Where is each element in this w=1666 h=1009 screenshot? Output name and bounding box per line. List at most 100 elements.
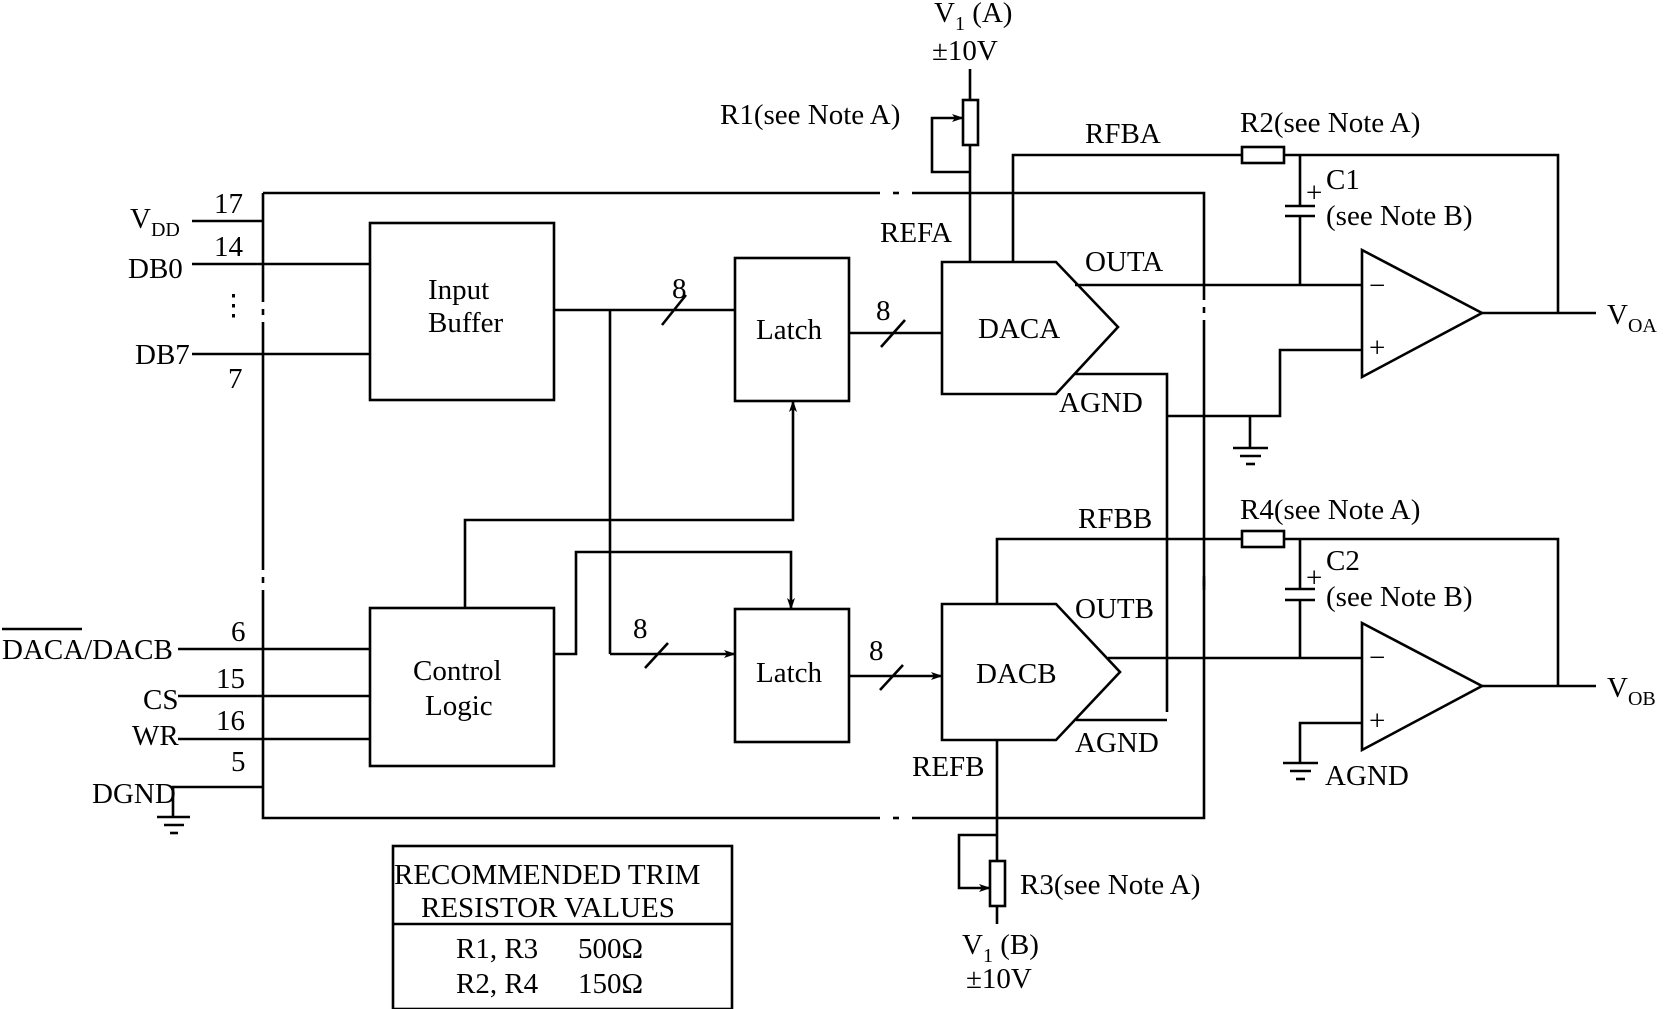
pin-wr: WR 16 — [132, 705, 370, 752]
pin-cs-label: CS — [143, 684, 178, 716]
chip-outline — [261, 191, 1206, 820]
v1a-value: ±10V — [932, 35, 998, 67]
ground-icon — [157, 815, 190, 835]
control-lines — [463, 400, 797, 656]
c1-note: (see Note B) — [1326, 200, 1473, 232]
pin-daca-dacb-label: DACA/DACB — [2, 634, 173, 666]
bus-slash — [879, 664, 904, 691]
outa-label: OUTA — [1085, 246, 1163, 278]
pin-wr-label: WR — [132, 720, 179, 752]
pin-db0-label: DB0 — [128, 253, 183, 285]
bus-width-latch-dac-b: 8 — [869, 635, 884, 667]
r4-label: R4(see Note A) — [1240, 494, 1420, 526]
rfbb-net: RFBB R4(see Note A) + C2 (see Note B) — [995, 494, 1560, 686]
opamp-b: − + AGND VOB — [1283, 620, 1656, 792]
bus-width-buffer-latch-b: 8 — [633, 613, 648, 645]
c1-polarity: + — [1306, 177, 1322, 209]
dac-b-label: DACB — [976, 658, 1057, 690]
refa-net: REFA R1(see Note A) V1 (A) ±10V — [720, 0, 1012, 262]
ground-icon — [1233, 446, 1268, 466]
pin-dgnd-number: 5 — [231, 746, 246, 778]
latch-a-block — [733, 256, 851, 403]
dac-a-block — [940, 260, 1120, 396]
outb-net: OUTB — [1075, 593, 1362, 660]
latch-a-label: Latch — [756, 314, 823, 346]
bus-slash — [880, 319, 906, 348]
pin-vdd-number: 17 — [214, 188, 243, 220]
r1-potentiometer — [961, 98, 980, 147]
rfbb-label: RFBB — [1078, 503, 1152, 535]
trim-table-row-value: 500Ω — [578, 933, 643, 965]
r2-label: R2(see Note A) — [1240, 107, 1420, 139]
pin-db0-number: 14 — [214, 231, 244, 263]
agnd-a-net: AGND — [1059, 348, 1362, 712]
input-buffer-block — [368, 221, 556, 402]
pin-daca-dacb: DACA/DACB 6 — [2, 616, 370, 666]
control-logic-block — [368, 606, 556, 768]
voa-label: VOA — [1607, 299, 1657, 337]
rfba-label: RFBA — [1085, 118, 1161, 150]
outb-label: OUTB — [1075, 593, 1154, 625]
c2-polarity: + — [1306, 562, 1322, 594]
input-buffer-label-1: Input — [428, 274, 489, 306]
r3-potentiometer — [988, 859, 1007, 908]
latch-b-label: Latch — [756, 657, 823, 689]
refa-label: REFA — [880, 217, 952, 249]
opamp-a: − + VOA — [1360, 247, 1657, 380]
v1a-label: V1 (A) — [934, 0, 1012, 35]
trim-table-title-1: RECOMMENDED TRIM — [394, 859, 700, 891]
refb-label: REFB — [912, 751, 985, 783]
pin-vdd: VDD 17 — [130, 188, 263, 241]
c1-label: C1 — [1326, 164, 1360, 196]
pin-db7-label: DB7 — [135, 339, 190, 371]
bus-width-latch-dac-a: 8 — [876, 295, 891, 327]
trim-resistor-table: RECOMMENDED TRIM RESISTOR VALUES R1, R3 … — [391, 844, 734, 1009]
opamp-b-noninv: + — [1369, 705, 1385, 737]
pin-daca-dacb-number: 6 — [231, 616, 246, 648]
pin-vdd-label: VDD — [130, 203, 180, 241]
trim-table-row-resistors: R2, R4 — [456, 968, 539, 1000]
rfba-net: RFBA R2(see Note A) + C1 (see Note B) — [1011, 107, 1560, 313]
r4-resistor — [1240, 529, 1286, 549]
v1b-label: V1 (B) — [962, 929, 1039, 967]
c2-label: C2 — [1326, 545, 1360, 577]
trim-table-row-value: 150Ω — [578, 968, 643, 1000]
agnd-b-label: AGND — [1075, 727, 1159, 759]
agnd-b-net: AGND — [1075, 718, 1167, 759]
latch-b-block — [733, 607, 851, 744]
pin-wr-number: 16 — [216, 705, 245, 737]
pin-db0: DB0 14 — [128, 231, 370, 285]
data-bus: 8 8 8 8 — [554, 273, 943, 691]
outa-net: OUTA — [1075, 246, 1362, 287]
trim-table-title-2: RESISTOR VALUES — [421, 892, 675, 924]
pin-dgnd: DGND 5 — [92, 746, 263, 835]
control-logic-label-2: Logic — [425, 690, 493, 722]
trim-table-row-resistors: R1, R3 — [456, 933, 538, 965]
bus-slash — [644, 642, 669, 669]
dac-b-block — [940, 602, 1122, 742]
agnd-a-label: AGND — [1059, 387, 1143, 419]
pin-cs: CS 15 — [143, 663, 370, 716]
bus-width-buffer-latch-a: 8 — [672, 273, 687, 305]
pin-cs-number: 15 — [216, 663, 245, 695]
ground-icon — [1283, 761, 1318, 781]
pin-dgnd-label: DGND — [92, 778, 176, 810]
r1-label: R1(see Note A) — [720, 99, 900, 131]
input-buffer-label-2: Buffer — [428, 307, 504, 339]
opamp-a-inv: − — [1369, 270, 1385, 302]
r3-label: R3(see Note A) — [1020, 869, 1200, 901]
opamp-a-noninv: + — [1369, 332, 1385, 364]
agnd-out-label: AGND — [1325, 760, 1409, 792]
control-logic-label-1: Control — [413, 655, 502, 687]
pin-db7: DB7 7 — [135, 339, 370, 395]
c2-note: (see Note B) — [1326, 581, 1473, 613]
opamp-b-inv: − — [1369, 642, 1385, 674]
v1b-value: ±10V — [966, 963, 1032, 995]
dac-a-label: DACA — [978, 313, 1060, 345]
refb-net: REFB R3(see Note A) V1 (B) ±10V — [912, 740, 1200, 995]
r2-resistor — [1240, 145, 1286, 165]
bus-slash — [660, 294, 688, 326]
pin-db7-number: 7 — [228, 363, 243, 395]
vob-label: VOB — [1607, 672, 1656, 710]
